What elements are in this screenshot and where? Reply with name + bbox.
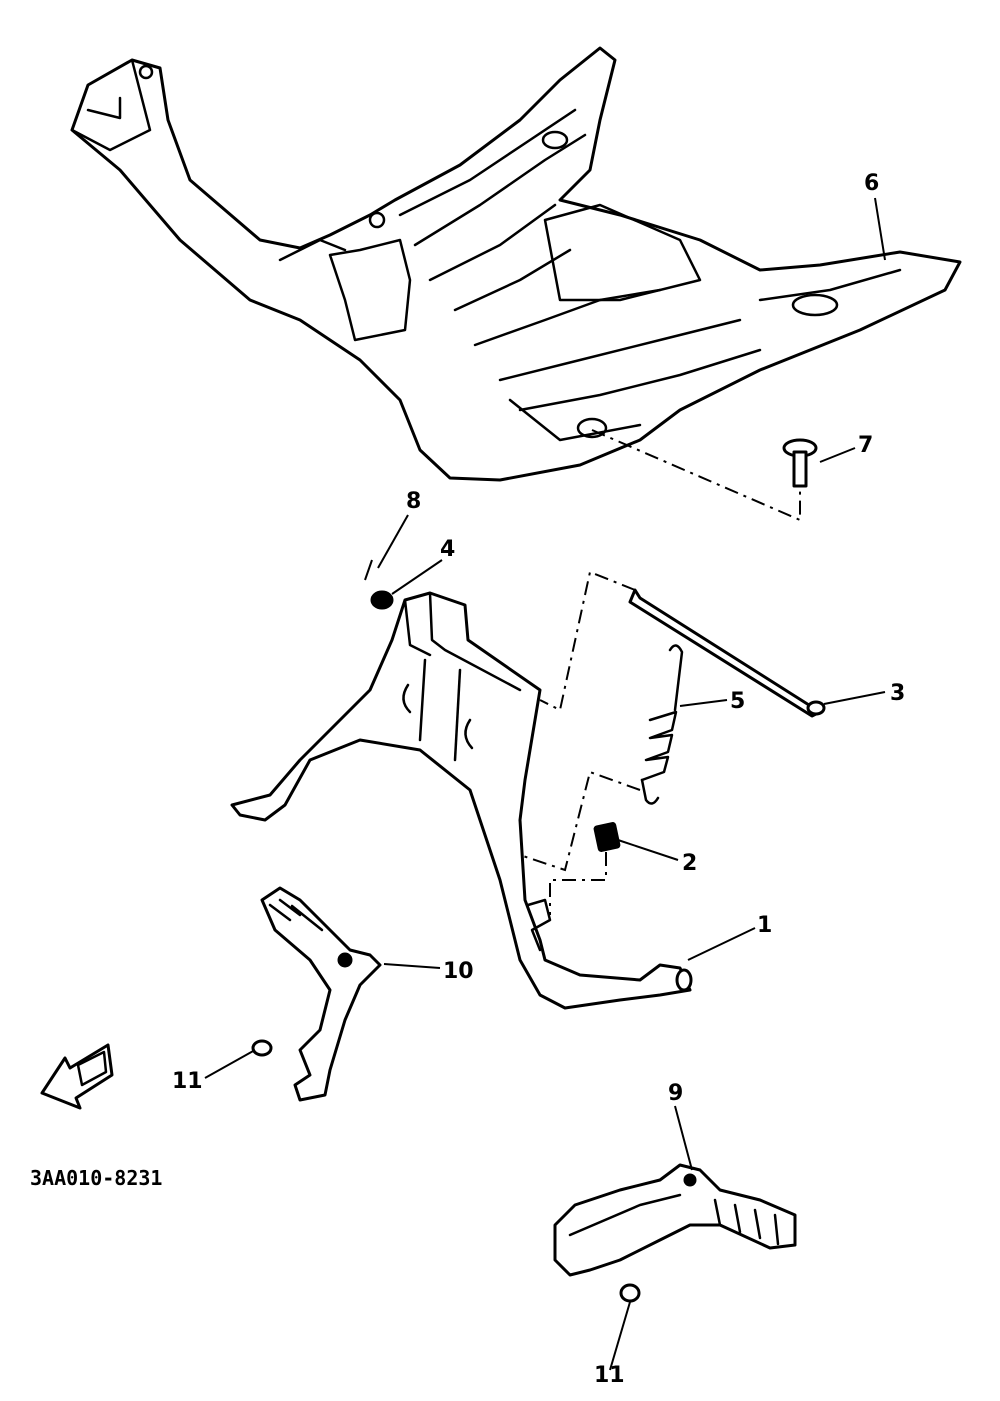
footrest-left-10 <box>260 886 382 1102</box>
spring-5 <box>640 644 684 805</box>
callout-10: 10 <box>443 959 474 984</box>
clip-8 <box>364 559 373 581</box>
callout-11b: 11 <box>594 1363 625 1388</box>
callout-6: 6 <box>864 171 879 196</box>
footboard-panel <box>70 46 962 482</box>
footrest-right-9 <box>553 1163 797 1277</box>
assembly-line-7 <box>591 429 801 522</box>
callout-4: 4 <box>440 537 455 562</box>
screw-7 <box>782 438 818 488</box>
bolt-11b <box>619 1283 641 1303</box>
callout-11a: 11 <box>172 1069 203 1094</box>
assembly-line-5 <box>519 770 641 872</box>
callout-1: 1 <box>757 913 772 938</box>
bolt-11a <box>251 1039 273 1057</box>
callout-3: 3 <box>890 681 905 706</box>
drawing-code: 3AA010-8231 <box>30 1166 162 1190</box>
callout-7: 7 <box>858 433 873 458</box>
callout-5: 5 <box>730 689 745 714</box>
callout-2: 2 <box>682 851 697 876</box>
callout-9: 9 <box>668 1081 683 1106</box>
washer-4 <box>370 590 394 610</box>
callout-8: 8 <box>406 489 421 514</box>
main-stand <box>230 591 693 1010</box>
front-arrow-icon <box>40 1043 114 1110</box>
shaft-3 <box>628 588 826 718</box>
assembly-line-3 <box>539 570 636 712</box>
stopper-2 <box>593 822 621 852</box>
assembly-line-2 <box>549 852 607 915</box>
leader-lines <box>204 197 886 1371</box>
